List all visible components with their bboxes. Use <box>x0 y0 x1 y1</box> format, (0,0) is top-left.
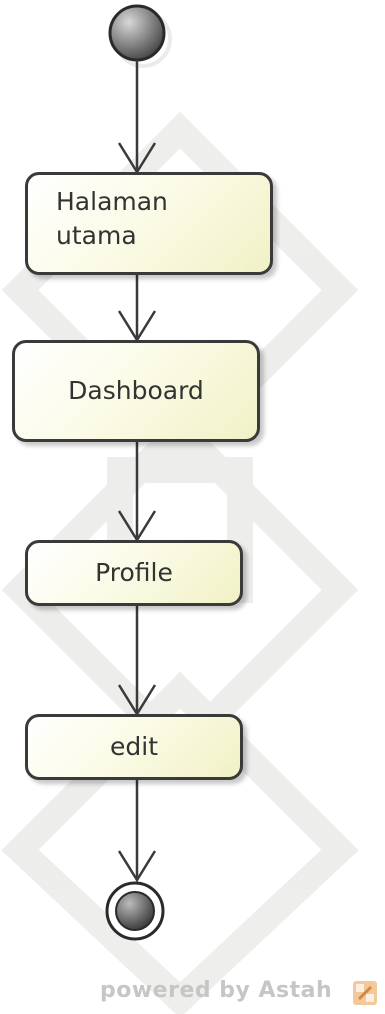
activity-halaman-utama: Halaman utama <box>25 172 273 275</box>
astah-logo-icon <box>353 981 377 1005</box>
initial-node <box>108 4 172 68</box>
powered-by-watermark: powered by Astah <box>100 978 333 1003</box>
activity-dashboard: Dashboard <box>12 340 260 442</box>
activity-dashboard-label: Dashboard <box>68 376 204 406</box>
flow-edge-halaman-to-dashboard <box>117 275 157 343</box>
activity-edit-label: edit <box>110 732 158 762</box>
activity-profile: Profile <box>25 540 243 606</box>
activity-halaman-utama-line1: Halaman <box>56 187 168 216</box>
final-node <box>105 881 165 941</box>
activity-edit: edit <box>25 714 243 780</box>
activity-halaman-utama-line2: utama <box>56 220 137 250</box>
activity-profile-label: Profile <box>95 558 173 588</box>
flow-edge-edit-to-final <box>117 780 157 883</box>
